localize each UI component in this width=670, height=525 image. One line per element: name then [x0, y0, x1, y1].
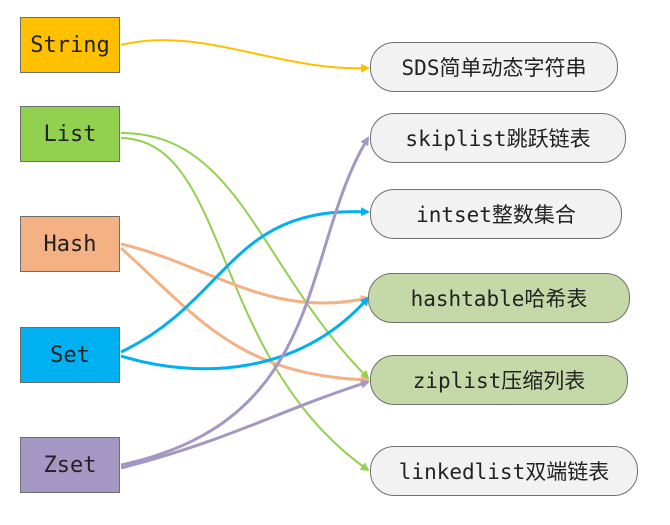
encoding-sds: SDS简单动态字符串	[370, 42, 618, 92]
encoding-ziplist-label: ziplist压缩列表	[412, 369, 586, 393]
encoding-skiplist: skiplist跳跃链表	[370, 113, 626, 163]
type-zset-label: Zset	[43, 452, 97, 478]
encoding-linkedlist-label: linkedlist双端链表	[398, 460, 610, 484]
type-string-label: String	[30, 32, 110, 58]
type-hash: Hash	[20, 216, 120, 272]
encoding-linkedlist: linkedlist双端链表	[370, 446, 638, 496]
encoding-intset-label: intset整数集合	[416, 203, 576, 227]
edge-zset-ziplist	[120, 379, 370, 470]
encoding-intset: intset整数集合	[370, 189, 622, 239]
type-list-label: List	[43, 121, 97, 147]
edge-hash-ziplist	[119, 246, 370, 385]
edge-hash-hashtable	[120, 242, 370, 305]
edge-set-hashtable	[120, 296, 370, 371]
type-hash-label: Hash	[43, 231, 97, 257]
encoding-ziplist: ziplist压缩列表	[370, 355, 628, 405]
type-set: Set	[20, 327, 120, 383]
edge-set-intset	[120, 207, 370, 354]
type-zset: Zset	[20, 437, 120, 493]
edge-zset-skiplist	[120, 136, 370, 467]
type-set-label: Set	[50, 342, 90, 368]
edge-list-linkedlist	[120, 137, 370, 472]
encoding-hashtable: hashtable哈希表	[368, 273, 630, 323]
type-list: List	[20, 106, 120, 162]
encoding-skiplist-label: skiplist跳跃链表	[405, 127, 591, 151]
edge-string-sds	[120, 39, 370, 73]
type-string: String	[20, 17, 120, 73]
encoding-sds-label: SDS简单动态字符串	[401, 56, 587, 80]
encoding-hashtable-label: hashtable哈希表	[410, 287, 588, 311]
